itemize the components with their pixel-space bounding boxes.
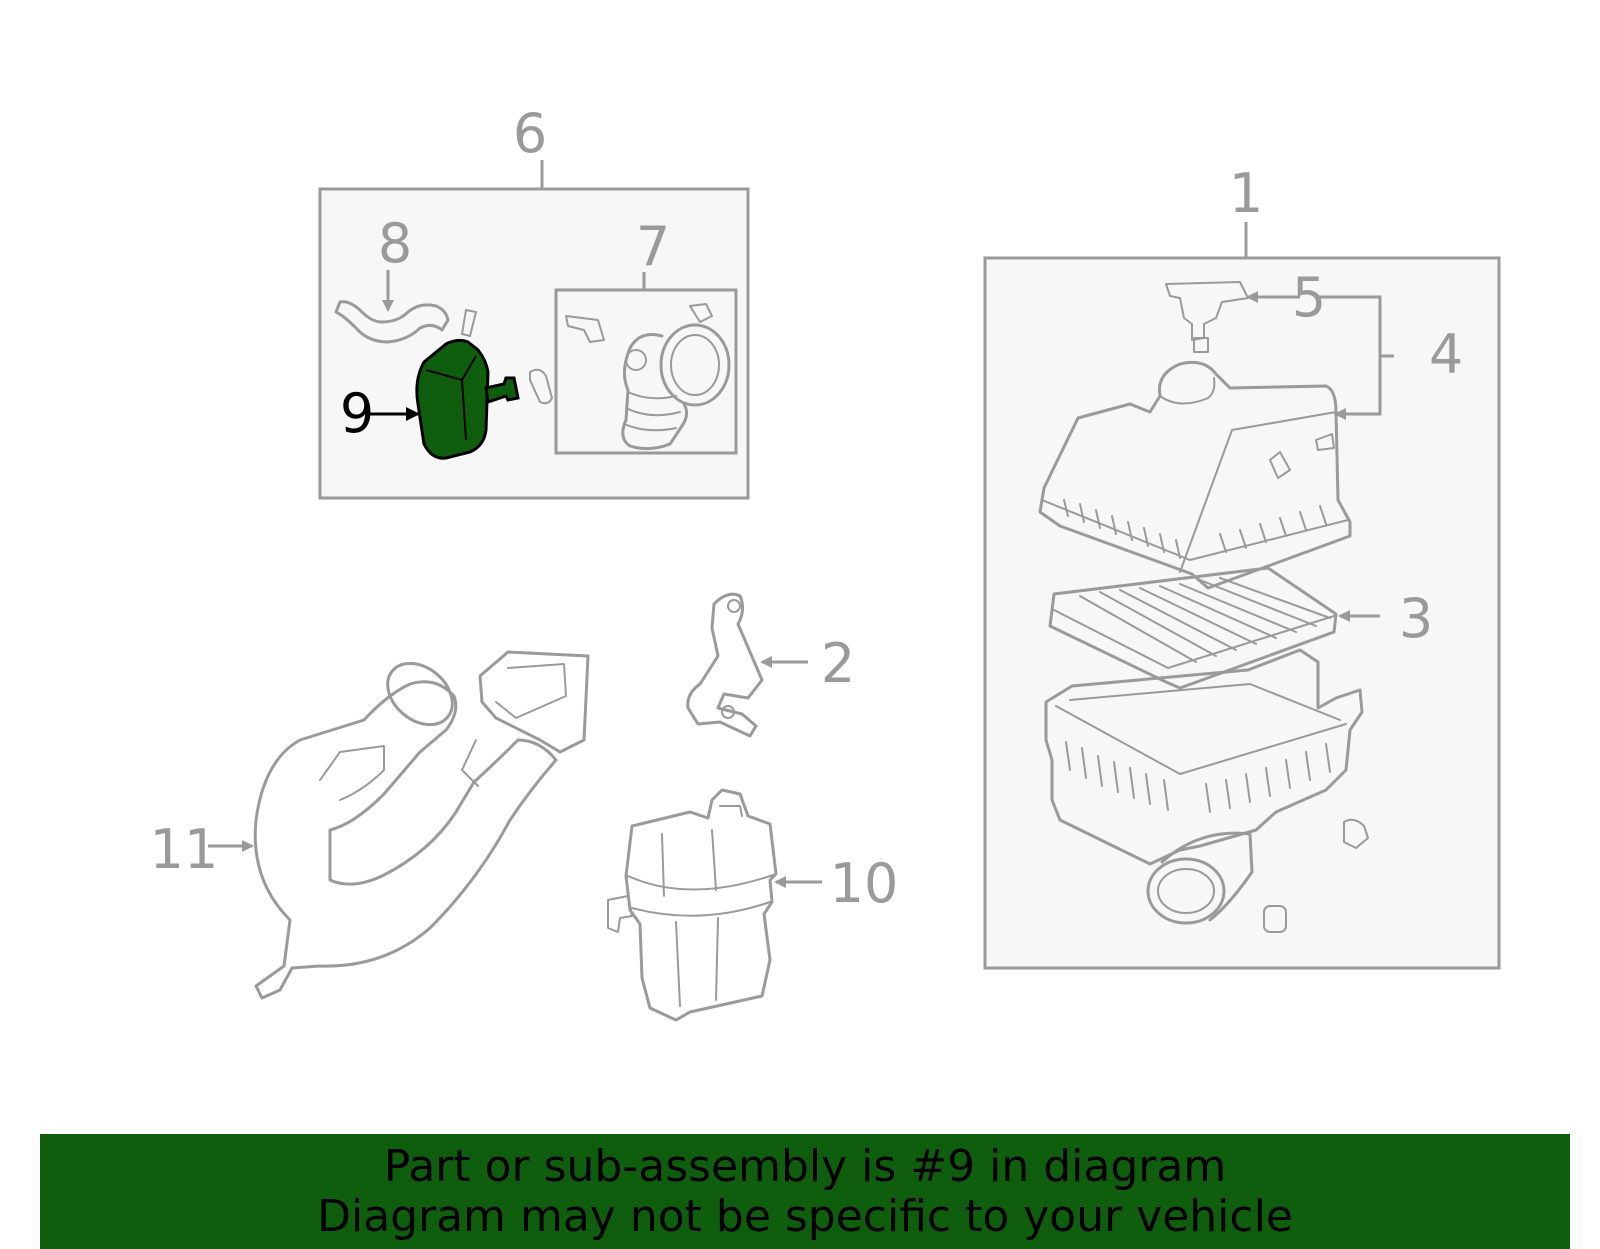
banner-line-1: Part or sub-assembly is #9 in diagram bbox=[383, 1141, 1227, 1192]
callout-4: 4 bbox=[1429, 323, 1463, 386]
part-9-body bbox=[415, 338, 490, 460]
part-8-hose bbox=[334, 300, 477, 344]
part-7-throttle-body bbox=[565, 303, 731, 451]
callout-8: 8 bbox=[378, 212, 412, 275]
assembly-1-group: 1 5 4 3 bbox=[983, 162, 1501, 970]
assembly-1-box bbox=[983, 256, 1501, 970]
callout-11: 11 bbox=[150, 818, 219, 881]
callout-9: 9 bbox=[340, 382, 374, 445]
part-9-nozzle bbox=[484, 376, 520, 404]
part-3-air-filter bbox=[1048, 566, 1338, 690]
part-2-bracket bbox=[686, 592, 764, 738]
assembly-7-box bbox=[554, 288, 738, 455]
part-9-resonator bbox=[415, 338, 520, 460]
callout-1: 1 bbox=[1229, 162, 1263, 225]
callout-3: 3 bbox=[1399, 587, 1433, 650]
part-10-resonator-tank bbox=[607, 788, 778, 1022]
banner-line-2: Diagram may not be specific to your vehi… bbox=[317, 1191, 1293, 1242]
assembly-6-group: 6 8 9 7 bbox=[318, 102, 750, 500]
part-4-air-cleaner-cover bbox=[1038, 360, 1352, 590]
info-banner: Part or sub-assembly is #9 in diagram Di… bbox=[40, 1134, 1570, 1249]
callout-6: 6 bbox=[513, 102, 547, 165]
part-11-air-duct bbox=[253, 650, 590, 1000]
callout-10: 10 bbox=[830, 852, 899, 915]
callout-7: 7 bbox=[636, 215, 670, 278]
part-1-lower-housing bbox=[1044, 648, 1369, 933]
callout-2: 2 bbox=[821, 632, 855, 695]
